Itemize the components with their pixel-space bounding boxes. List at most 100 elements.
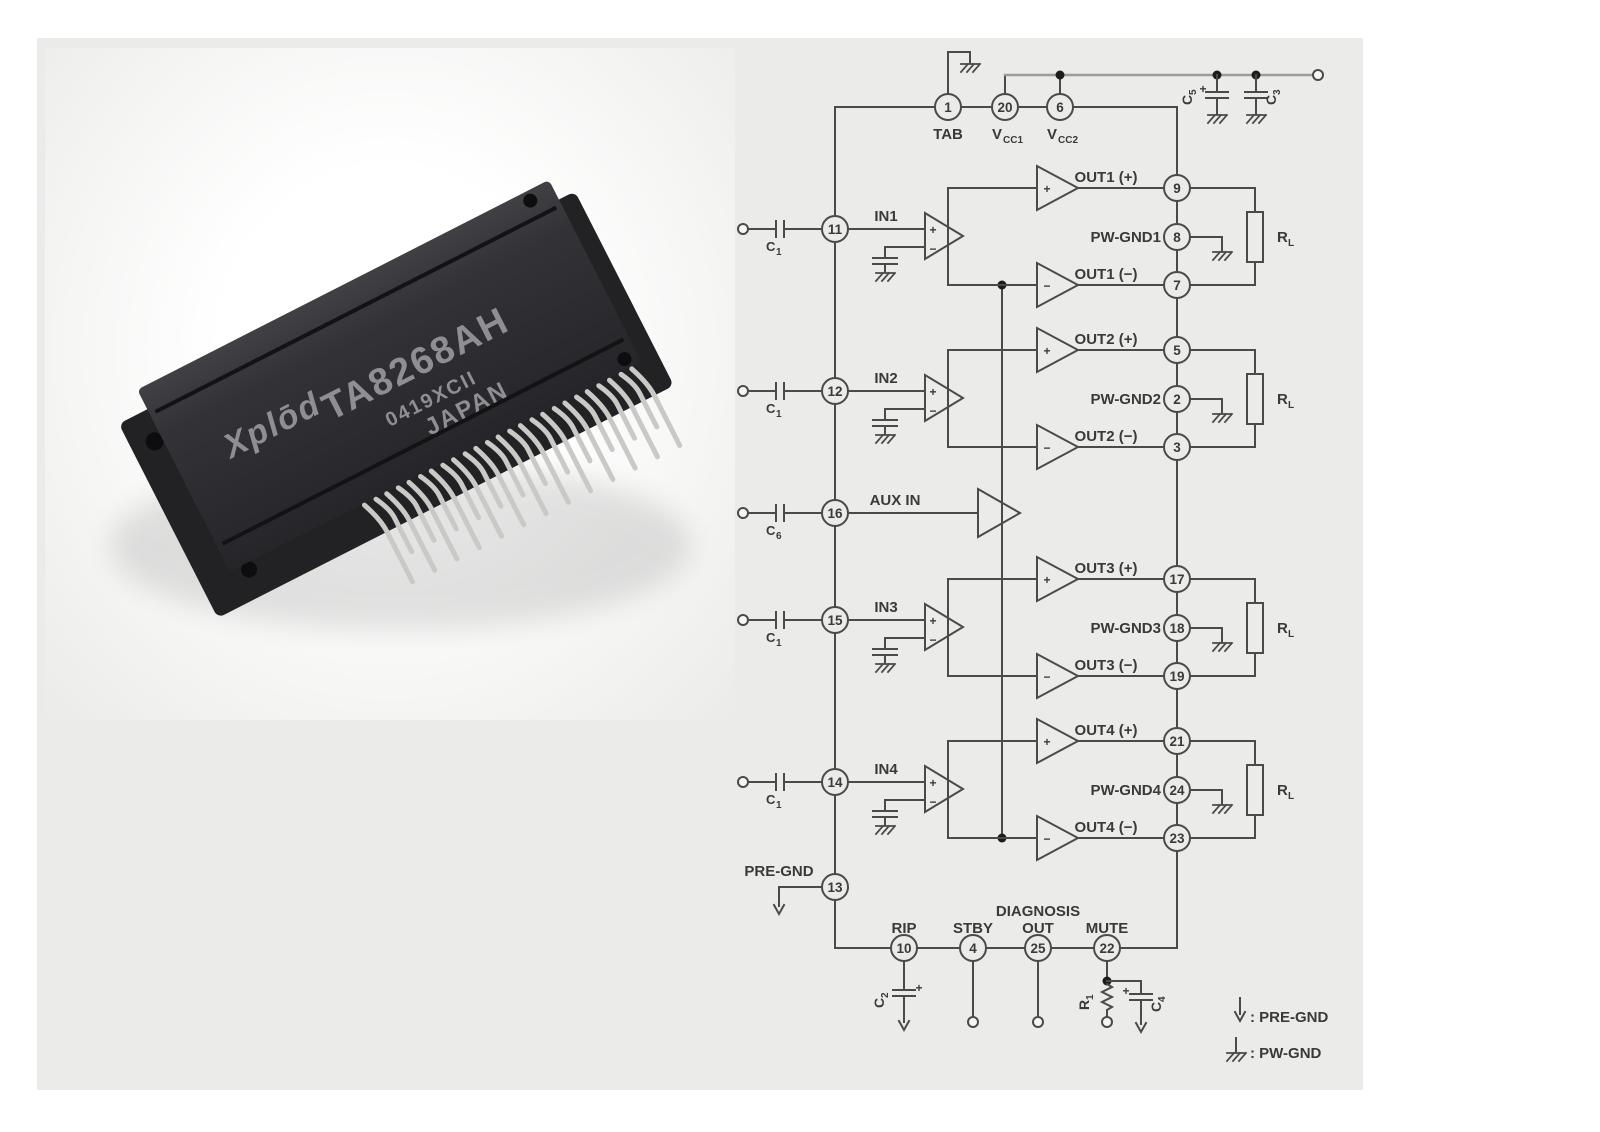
- svg-text:1: 1: [776, 409, 782, 420]
- mute-terminal: [1101, 1016, 1113, 1028]
- pin-number: 12: [827, 384, 842, 399]
- pw-gnd-pin: [1163, 776, 1191, 804]
- svg-text:−: −: [929, 242, 936, 256]
- power-amp-minus: [1036, 652, 1081, 700]
- mute-label: MUTE: [1086, 920, 1129, 937]
- pre-gnd-label: PRE-GND: [744, 863, 813, 880]
- svg-text:CC2: CC2: [1058, 135, 1078, 146]
- load-label: R: [1277, 229, 1288, 246]
- pin-vcc1: [991, 93, 1019, 121]
- out-minus-pin: [1163, 824, 1191, 852]
- out-minus-label: OUT2 (−): [1075, 428, 1138, 445]
- c5-label: C: [1179, 95, 1195, 105]
- pre-gnd-section: 13 PRE-GND: [744, 863, 849, 915]
- pin-number: 17: [1169, 572, 1184, 587]
- chip-pin: [395, 485, 437, 543]
- pin-number: 11: [828, 222, 843, 237]
- diagnosis-pin: [1024, 934, 1052, 962]
- chip-pin: [618, 371, 660, 430]
- stby-pin-group: 4 STBY: [953, 920, 993, 1028]
- pw-gnd-icon: [1246, 114, 1267, 124]
- power-amp-plus: [1036, 164, 1081, 212]
- svg-text:1: 1: [776, 638, 782, 649]
- c3-label: C: [1263, 95, 1279, 105]
- pw-gnd-label: PW-GND2: [1090, 391, 1161, 408]
- pin-number: 8: [1173, 230, 1181, 245]
- svg-text:5: 5: [1188, 89, 1199, 95]
- vcc1-label: V: [992, 126, 1002, 143]
- aux-bus: [997, 280, 1007, 843]
- svg-text:4: 4: [1157, 996, 1168, 1002]
- pw-gnd-icon: [875, 272, 896, 282]
- preamp: [924, 764, 965, 814]
- diagnosis-label-line2: OUT: [1022, 920, 1054, 937]
- svg-text:−: −: [1043, 670, 1050, 684]
- out-minus-label: OUT3 (−): [1075, 657, 1138, 674]
- out-minus-label: OUT4 (−): [1075, 819, 1138, 836]
- pin-number: 15: [827, 613, 843, 628]
- c4-label: C: [1148, 1002, 1164, 1012]
- out-plus-label: OUT2 (+): [1075, 331, 1138, 348]
- rip-pin-group: + C 2 10 RIP: [871, 920, 923, 1031]
- tab-screw-hole: [241, 561, 258, 578]
- legend-pw-gnd-text: : PW-GND: [1250, 1045, 1322, 1062]
- out-plus-pin: [1163, 174, 1191, 202]
- input-cap-label: C: [766, 523, 776, 538]
- svg-text:+: +: [929, 776, 936, 790]
- pin-number: 25: [1030, 941, 1046, 956]
- stby-terminal: [967, 1016, 979, 1028]
- bottom-section: + C 2 10 RIP 4 STBY 25 DIAGNOSIS OUT: [871, 903, 1168, 1033]
- input-label: IN3: [874, 599, 897, 616]
- chip-pin: [517, 423, 571, 505]
- chip-pin: [418, 474, 459, 532]
- chip-pin: [406, 479, 460, 562]
- svg-text:L: L: [1288, 629, 1294, 640]
- svg-text:−: −: [929, 633, 936, 647]
- svg-text:−: −: [1043, 441, 1050, 455]
- chip-pin: [551, 405, 593, 464]
- out-plus-label: OUT3 (+): [1075, 560, 1138, 577]
- svg-text:+: +: [1043, 735, 1050, 749]
- load-resistor: [1246, 602, 1264, 654]
- chip-pin: [428, 468, 482, 551]
- pw-gnd-pin: [1163, 385, 1191, 413]
- aux-amp: [977, 487, 1023, 539]
- pin-number: 20: [997, 100, 1012, 115]
- capacitor-c3: C 3: [1244, 70, 1283, 124]
- top-supply-section: + C 5 C 3: [947, 51, 1324, 124]
- svg-text:+: +: [929, 223, 936, 237]
- svg-text:−: −: [929, 795, 936, 809]
- out-plus-label: OUT1 (+): [1075, 169, 1138, 186]
- pre-gnd-pin: [821, 873, 849, 901]
- chip-pin: [462, 451, 504, 509]
- load-resistor: [1246, 764, 1264, 816]
- power-amp-minus: [1036, 261, 1081, 309]
- load-resistor: [1246, 211, 1264, 263]
- capacitor-c5: + C 5: [1179, 70, 1229, 124]
- out-minus-pin: [1163, 271, 1191, 299]
- pin-vcc2: [1046, 93, 1074, 121]
- chip-pin: [574, 394, 615, 453]
- tab-hole: [145, 432, 164, 451]
- pw-gnd-pin: [1163, 223, 1191, 251]
- pw-gnd-label: PW-GND4: [1090, 782, 1161, 799]
- pin-number: 21: [1169, 734, 1185, 749]
- pw-gnd-icon: [1212, 251, 1233, 261]
- chip-pin: [562, 400, 616, 483]
- out-plus-pin: [1163, 565, 1191, 593]
- pw-gnd-icon: [875, 825, 896, 835]
- chip-pin: [584, 389, 638, 471]
- tab-ground-wire: [947, 51, 971, 95]
- svg-text:1: 1: [1085, 994, 1096, 1000]
- svg-text:6: 6: [776, 531, 782, 542]
- diagnosis-terminal: [1032, 1016, 1044, 1028]
- mute-pin: [1093, 934, 1121, 962]
- pin-number: 13: [827, 880, 843, 895]
- out-minus-pin: [1163, 662, 1191, 690]
- chip-pin: [484, 439, 526, 498]
